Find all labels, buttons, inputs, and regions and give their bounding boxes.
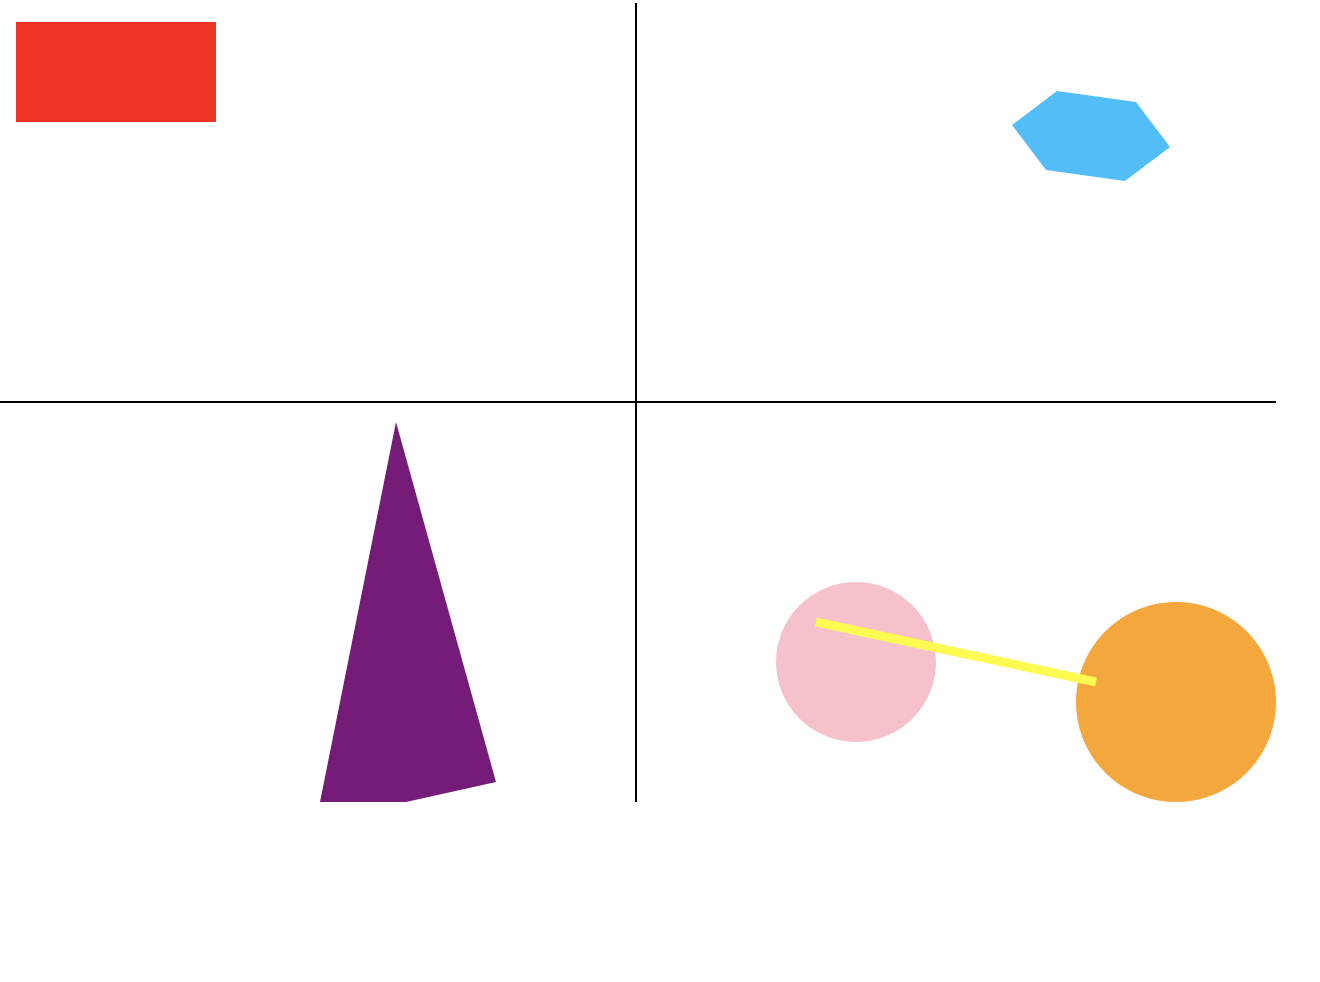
red-rectangle	[16, 22, 216, 122]
yellow-line	[815, 617, 1097, 687]
purple-triangle	[320, 422, 496, 802]
blue-hexagon	[1012, 91, 1170, 181]
orange-circle	[1076, 602, 1276, 802]
pink-circle	[776, 582, 936, 742]
